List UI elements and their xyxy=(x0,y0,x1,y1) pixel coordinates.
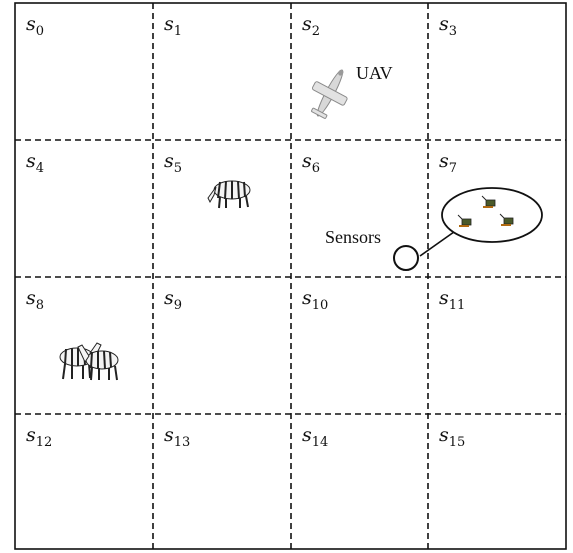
uav-label: UAV xyxy=(356,63,393,83)
state-label-s6: s6 xyxy=(302,150,320,176)
zebra-icon xyxy=(207,180,251,209)
state-label-s8: s8 xyxy=(26,287,44,313)
state-label-s4: s4 xyxy=(26,150,44,176)
state-label-s5: s5 xyxy=(164,150,182,176)
state-label-s12: s12 xyxy=(26,424,52,450)
sensors-callout-bubble xyxy=(441,187,543,243)
state-label-s11: s11 xyxy=(439,287,465,313)
state-labels: s0 s1 s2 s3 s4 s5 s6 s7 s8 s9 s10 s11 s12 s13 s14 s15 xyxy=(26,13,465,450)
uav-aircraft-icon xyxy=(311,69,348,119)
zebra-pair-icon xyxy=(59,342,119,381)
sensor-node-icon xyxy=(481,195,496,208)
sensors-label: Sensors xyxy=(325,227,381,247)
state-label-s1: s1 xyxy=(164,13,182,39)
state-label-s13: s13 xyxy=(164,424,190,450)
sensors-location-marker xyxy=(393,245,419,271)
state-label-s9: s9 xyxy=(164,287,182,313)
sensor-node-icon xyxy=(499,213,514,226)
state-label-s15: s15 xyxy=(439,424,465,450)
state-label-s3: s3 xyxy=(439,13,457,39)
state-label-s10: s10 xyxy=(302,287,328,313)
sensor-node-icon xyxy=(457,214,472,227)
state-label-s2: s2 xyxy=(302,13,320,39)
state-label-s14: s14 xyxy=(302,424,328,450)
grid-lines xyxy=(15,3,566,549)
state-label-s7: s7 xyxy=(439,150,457,176)
state-label-s0: s0 xyxy=(26,13,44,39)
